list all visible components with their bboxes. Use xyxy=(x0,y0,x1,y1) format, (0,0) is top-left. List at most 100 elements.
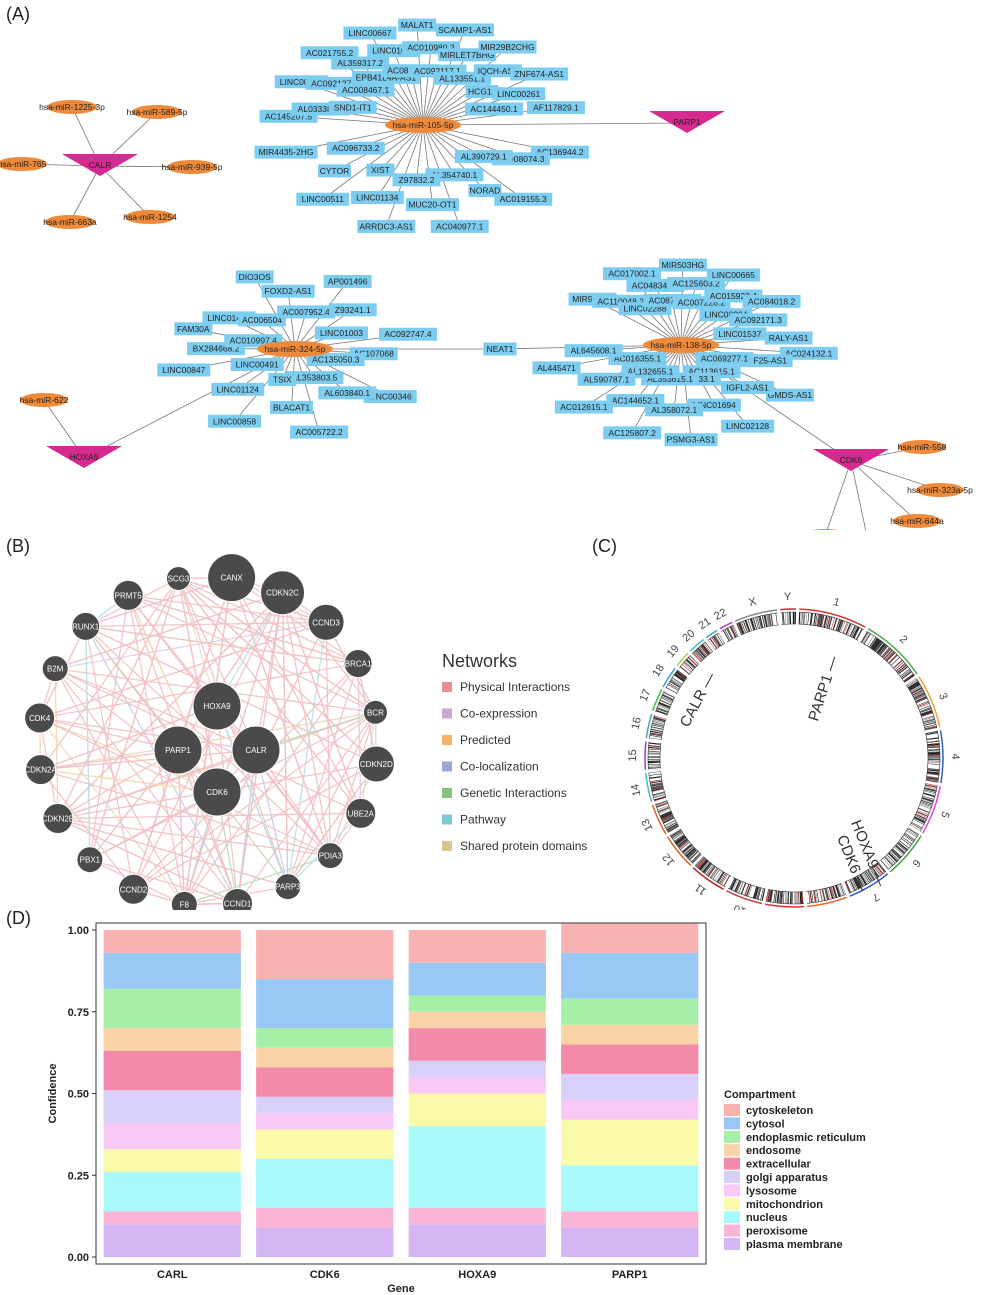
x-tick-hoxa9: HOXA9 xyxy=(458,1269,496,1281)
svg-text:LINC01694: LINC01694 xyxy=(693,400,736,410)
bar-segment-hoxa9-cytosol xyxy=(408,962,546,996)
gene-label-parp1: PARP1 — xyxy=(805,654,842,723)
svg-text:10: 10 xyxy=(732,902,748,910)
lncrna-node-ac008467-1: AC008467.1 xyxy=(336,83,395,97)
svg-text:BRCA1: BRCA1 xyxy=(345,660,372,669)
svg-text:NORAD: NORAD xyxy=(470,186,501,196)
bar-segment-cdk6-lysosome xyxy=(256,1113,394,1130)
lncrna-node-linc02128: LINC02128 xyxy=(721,419,775,433)
bar-segment-parp1-endoplasmic-reticulum xyxy=(561,998,699,1025)
interaction-edge xyxy=(133,763,377,890)
svg-text:hsa-miR-558: hsa-miR-558 xyxy=(898,442,947,452)
legend-item-predicted: Predicted xyxy=(442,733,511,747)
bar-segment-parp1-lysosome xyxy=(561,1100,699,1120)
svg-text:PARP3: PARP3 xyxy=(275,883,301,892)
lncrna-node-ac017002-1: AC017002.1 xyxy=(602,267,661,281)
svg-text:cytoskeleton: cytoskeleton xyxy=(746,1105,814,1117)
svg-text:peroxisome: peroxisome xyxy=(746,1226,808,1238)
svg-text:AC007228.2: AC007228.2 xyxy=(678,298,726,308)
edge xyxy=(254,276,296,350)
svg-text:AL390729.1: AL390729.1 xyxy=(461,152,507,162)
svg-text:PARP1: PARP1 xyxy=(673,117,701,127)
lncrna-node-ac019155-3: AC019155.3 xyxy=(494,192,553,206)
svg-text:20: 20 xyxy=(680,627,697,644)
lncrna-node-al603840-1: AL603840.1 xyxy=(318,386,377,400)
svg-text:hsa-miR-138-5p: hsa-miR-138-5p xyxy=(651,340,712,350)
interaction-edge xyxy=(89,595,129,860)
bar-segment-hoxa9-plasma-membrane xyxy=(408,1224,546,1257)
edge xyxy=(631,344,682,434)
interaction-edge xyxy=(128,594,327,623)
chromosome-10: 10 xyxy=(726,877,766,910)
interaction-edge xyxy=(255,592,284,751)
lncrna-node-linc00261: LINC00261 xyxy=(492,87,546,101)
svg-text:13: 13 xyxy=(640,817,656,833)
bar-segment-carl-extracellular xyxy=(103,1050,241,1091)
interaction-edge xyxy=(178,578,377,765)
query-gene-node-parp1: PARP1 xyxy=(153,725,203,775)
x-tick-cdk6: CDK6 xyxy=(310,1269,340,1281)
bar-segment-cdk6-cytoskeleton xyxy=(256,930,394,980)
edge xyxy=(422,122,688,126)
gene-node-parp3: PARP3 xyxy=(274,873,302,901)
y-tick-label: 0.00 xyxy=(68,1252,89,1264)
mirna-node-hsa-mir-1254: hsa-miR-1254 xyxy=(123,210,177,224)
svg-text:F8: F8 xyxy=(180,900,190,909)
gene-node-hoxa9: HOXA9 xyxy=(46,446,122,468)
bar-segment-carl-plasma-membrane xyxy=(103,1224,241,1257)
svg-text:AC024132.1: AC024132.1 xyxy=(785,348,833,358)
interaction-edge xyxy=(127,594,376,713)
lncrna-node-hcg11: HCG11 xyxy=(465,85,499,99)
svg-text:ARRDC3-AS1: ARRDC3-AS1 xyxy=(359,221,413,231)
mirna-node-hsa-mir-663a: hsa-miR-663a xyxy=(43,215,97,229)
svg-text:LINC00667: LINC00667 xyxy=(348,28,391,38)
svg-text:7: 7 xyxy=(870,890,881,903)
legend-item-endoplasmic-reticulum: endoplasmic reticulum xyxy=(724,1130,866,1144)
lncrna-node-z97832-2: Z97832.2 xyxy=(392,173,441,187)
svg-text:nucleus: nucleus xyxy=(746,1212,788,1224)
gene-node-cdkn2d: CDKN2D xyxy=(357,745,395,783)
chromosome-9: 9 xyxy=(764,889,805,908)
svg-text:16: 16 xyxy=(630,716,644,731)
lncrna-node-ac005722-2: AC005722.2 xyxy=(290,425,349,439)
svg-text:CDK6: CDK6 xyxy=(840,455,863,465)
lncrna-node-mir29b2chg: MIR29B2CHG xyxy=(478,40,537,54)
svg-text:AC015922.4: AC015922.4 xyxy=(710,291,758,301)
edge xyxy=(377,124,424,198)
svg-text:AC092127.1: AC092127.1 xyxy=(311,78,359,88)
lncrna-node-ac021755-2: AC021755.2 xyxy=(300,46,359,60)
bar-segment-hoxa9-cytoskeleton xyxy=(408,930,546,963)
bar-segment-hoxa9-nucleus xyxy=(408,1126,546,1208)
interaction-edge xyxy=(85,626,91,860)
svg-text:hsa-miR-323a-5p: hsa-miR-323a-5p xyxy=(907,485,973,495)
lncrna-node-al445471: AL445471 xyxy=(532,361,581,375)
chromosome-7: 7 xyxy=(844,861,889,903)
svg-text:Genetic Interactions: Genetic Interactions xyxy=(460,786,567,800)
svg-text:Z93241.1: Z93241.1 xyxy=(335,305,371,315)
svg-text:AC008467.1: AC008467.1 xyxy=(342,85,390,95)
svg-text:LINC00261: LINC00261 xyxy=(497,89,540,99)
lncrna-node-z93241-1: Z93241.1 xyxy=(328,303,377,317)
svg-text:AL603840.1: AL603840.1 xyxy=(324,388,370,398)
svg-text:AC016355.1: AC016355.1 xyxy=(614,354,662,364)
svg-text:PDIA3: PDIA3 xyxy=(319,852,343,861)
svg-text:LINC00909: LINC00909 xyxy=(280,77,323,87)
interaction-edge xyxy=(178,577,327,623)
chromosome-3: 3 xyxy=(906,676,949,731)
svg-text:endosome: endosome xyxy=(746,1145,801,1157)
svg-text:AC145207.5: AC145207.5 xyxy=(265,111,313,121)
bar-segment-carl-nucleus xyxy=(103,1171,241,1212)
legend-item-mitochondrion: mitochondrion xyxy=(724,1197,823,1211)
legend-title: Compartment xyxy=(724,1089,796,1101)
legend-item-nucleus: nucleus xyxy=(724,1211,788,1224)
svg-text:HOXA9: HOXA9 xyxy=(70,452,99,462)
svg-text:CDK6: CDK6 xyxy=(206,788,228,797)
bar-segment-hoxa9-lysosome xyxy=(408,1077,546,1094)
mirna-node-hsa-mir-644a: hsa-miR-644a xyxy=(890,514,944,528)
edge xyxy=(850,460,867,530)
legend-item-golgi-apparatus: golgi apparatus xyxy=(724,1171,828,1184)
edge xyxy=(294,348,320,433)
bar-segment-carl-cytoskeleton xyxy=(103,930,241,953)
